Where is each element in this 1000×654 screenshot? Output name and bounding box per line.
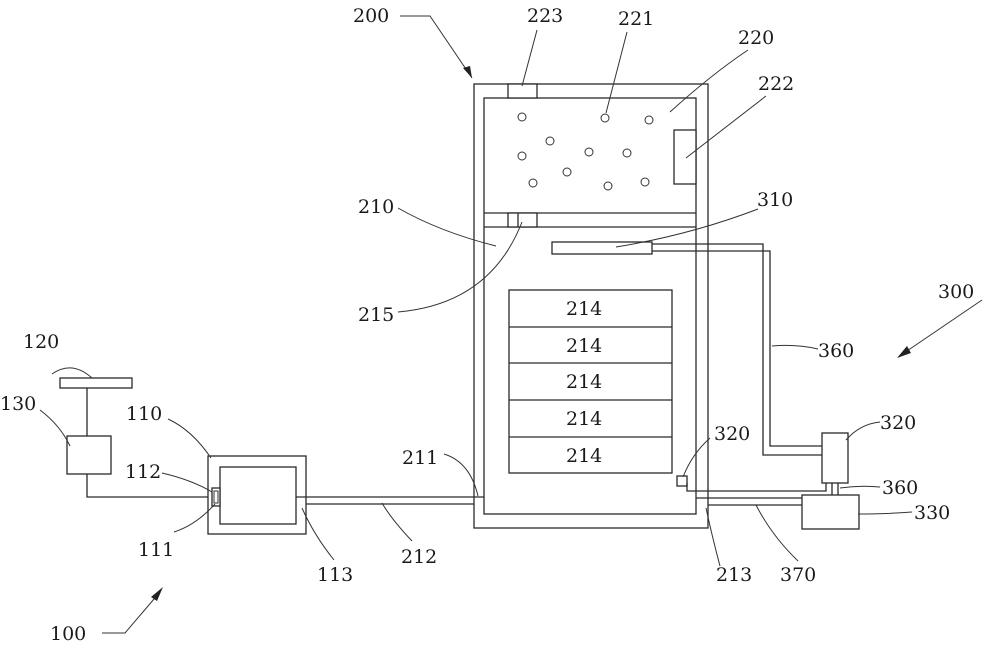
leader-213 (705, 507, 721, 567)
leader-223 (521, 29, 538, 87)
vent-223 (507, 83, 538, 99)
unit-330 (801, 494, 860, 530)
leader-113 (301, 507, 335, 561)
label-110: 110 (126, 403, 162, 425)
label-130: 130 (0, 393, 36, 415)
label-215: 215 (358, 304, 394, 326)
arrow-300 (897, 346, 911, 358)
leader-360a (771, 344, 819, 350)
sensor-112 (211, 487, 221, 507)
pipe-360-inner (652, 250, 822, 447)
leader-210 (397, 207, 497, 247)
label-223: 223 (527, 5, 563, 27)
particle (603, 181, 613, 191)
label-214-4: 214 (566, 408, 602, 430)
particles-221 (517, 112, 654, 191)
leader-320b (845, 421, 881, 441)
leader-lines (39, 15, 983, 634)
leader-212 (381, 502, 413, 542)
vent-215 (507, 212, 538, 228)
sensor-111 (213, 490, 219, 504)
inner-110 (219, 466, 297, 525)
label-220: 220 (738, 27, 774, 49)
shelves-214 (508, 289, 673, 474)
leader-222 (685, 95, 767, 159)
label-300: 300 (938, 281, 974, 303)
label-200: 200 (353, 5, 389, 27)
label-222: 222 (758, 73, 794, 95)
pipe-360-outer (652, 243, 822, 456)
leader-220 (669, 49, 749, 113)
leader-120 (51, 367, 93, 379)
label-112: 112 (125, 461, 161, 483)
particle (622, 148, 632, 158)
system-300 (652, 243, 860, 530)
label-320-a: 320 (714, 423, 750, 445)
label-370: 370 (780, 564, 816, 586)
label-211: 211 (402, 447, 438, 469)
leader-130 (39, 409, 71, 447)
unit-320 (821, 432, 849, 484)
leader-215 (397, 221, 523, 313)
particle (517, 151, 527, 161)
shelf-stack (508, 289, 673, 474)
particle (600, 113, 610, 123)
system-100 (59, 377, 484, 535)
leader-221 (605, 31, 628, 114)
leader-200 (400, 15, 473, 79)
particle (562, 167, 572, 177)
label-100: 100 (50, 623, 86, 645)
label-210: 210 (358, 196, 394, 218)
leader-112 (161, 472, 213, 493)
particle (528, 178, 538, 188)
label-221: 221 (618, 8, 654, 30)
label-213: 213 (716, 564, 752, 586)
leader-211 (443, 453, 479, 497)
label-360-b: 360 (882, 477, 918, 499)
label-214-1: 214 (566, 298, 602, 320)
label-214-3: 214 (566, 371, 602, 393)
label-111: 111 (138, 539, 174, 561)
label-212: 212 (401, 546, 437, 568)
leader-111 (173, 503, 216, 533)
leader-330 (857, 511, 913, 515)
label-113: 113 (317, 564, 353, 586)
component-130 (66, 435, 112, 475)
label-310: 310 (757, 189, 793, 211)
arrow-100 (151, 587, 163, 601)
component-120 (59, 377, 133, 389)
leader-310 (615, 208, 759, 248)
label-330: 330 (914, 502, 950, 524)
particle (517, 112, 527, 122)
label-214-5: 214 (566, 445, 602, 467)
particle (545, 136, 555, 146)
leader-370 (755, 504, 799, 562)
arrow-200 (463, 66, 472, 78)
leader-100 (102, 591, 161, 634)
component-310 (551, 241, 653, 255)
label-214-2: 214 (566, 335, 602, 357)
leader-110 (167, 418, 212, 459)
leader-300 (903, 299, 983, 354)
sensor-line (686, 483, 827, 492)
labels: 200 223 221 220 222 210 310 300 215 214 … (0, 5, 974, 645)
particle (584, 147, 594, 157)
label-120: 120 (23, 331, 59, 353)
wire-130 (86, 474, 212, 498)
leader-360b (839, 485, 881, 489)
component-222 (673, 129, 697, 185)
particle (640, 177, 650, 187)
leader-320a (682, 437, 711, 478)
label-360-a: 360 (818, 340, 854, 362)
particle (644, 115, 654, 125)
sensor-320 (676, 475, 688, 487)
label-320-b: 320 (880, 412, 916, 434)
